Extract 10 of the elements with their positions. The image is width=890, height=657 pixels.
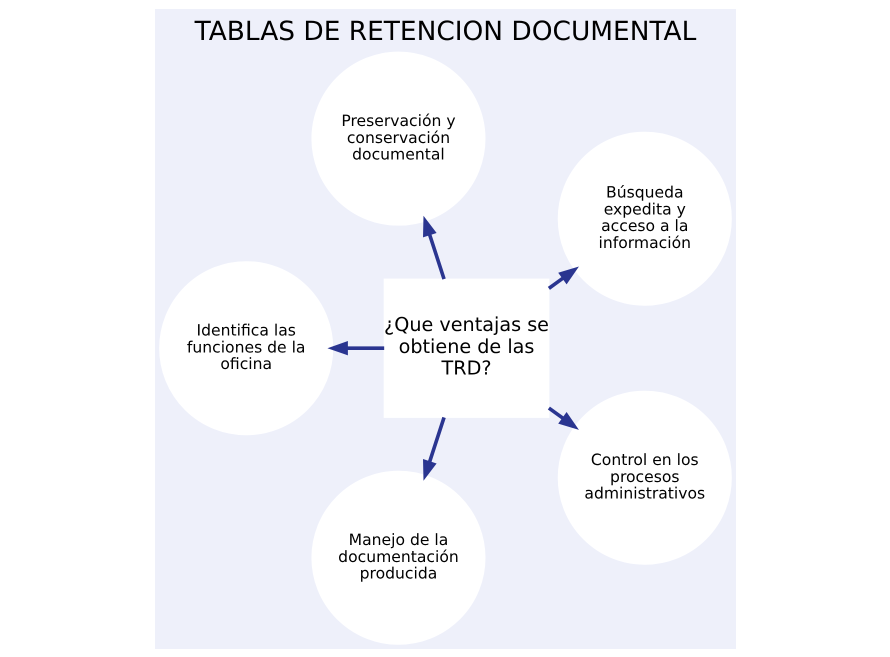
node-circle: Manejo de la documentación producida — [310, 470, 485, 644]
arrow — [547, 266, 578, 290]
arrow — [422, 215, 446, 280]
node-circle: Identifica las funciones de la oficina — [158, 260, 333, 435]
arrow — [547, 406, 578, 430]
arrow — [326, 340, 384, 355]
arrow — [422, 416, 446, 480]
node-box: ¿Que ventajas se obtiene de las TRD? — [383, 278, 549, 418]
diagram-title: TABLAS DE RETENCION DOCUMENTAL — [194, 15, 696, 46]
node-circle: Preservación y conservación documental — [310, 51, 485, 226]
